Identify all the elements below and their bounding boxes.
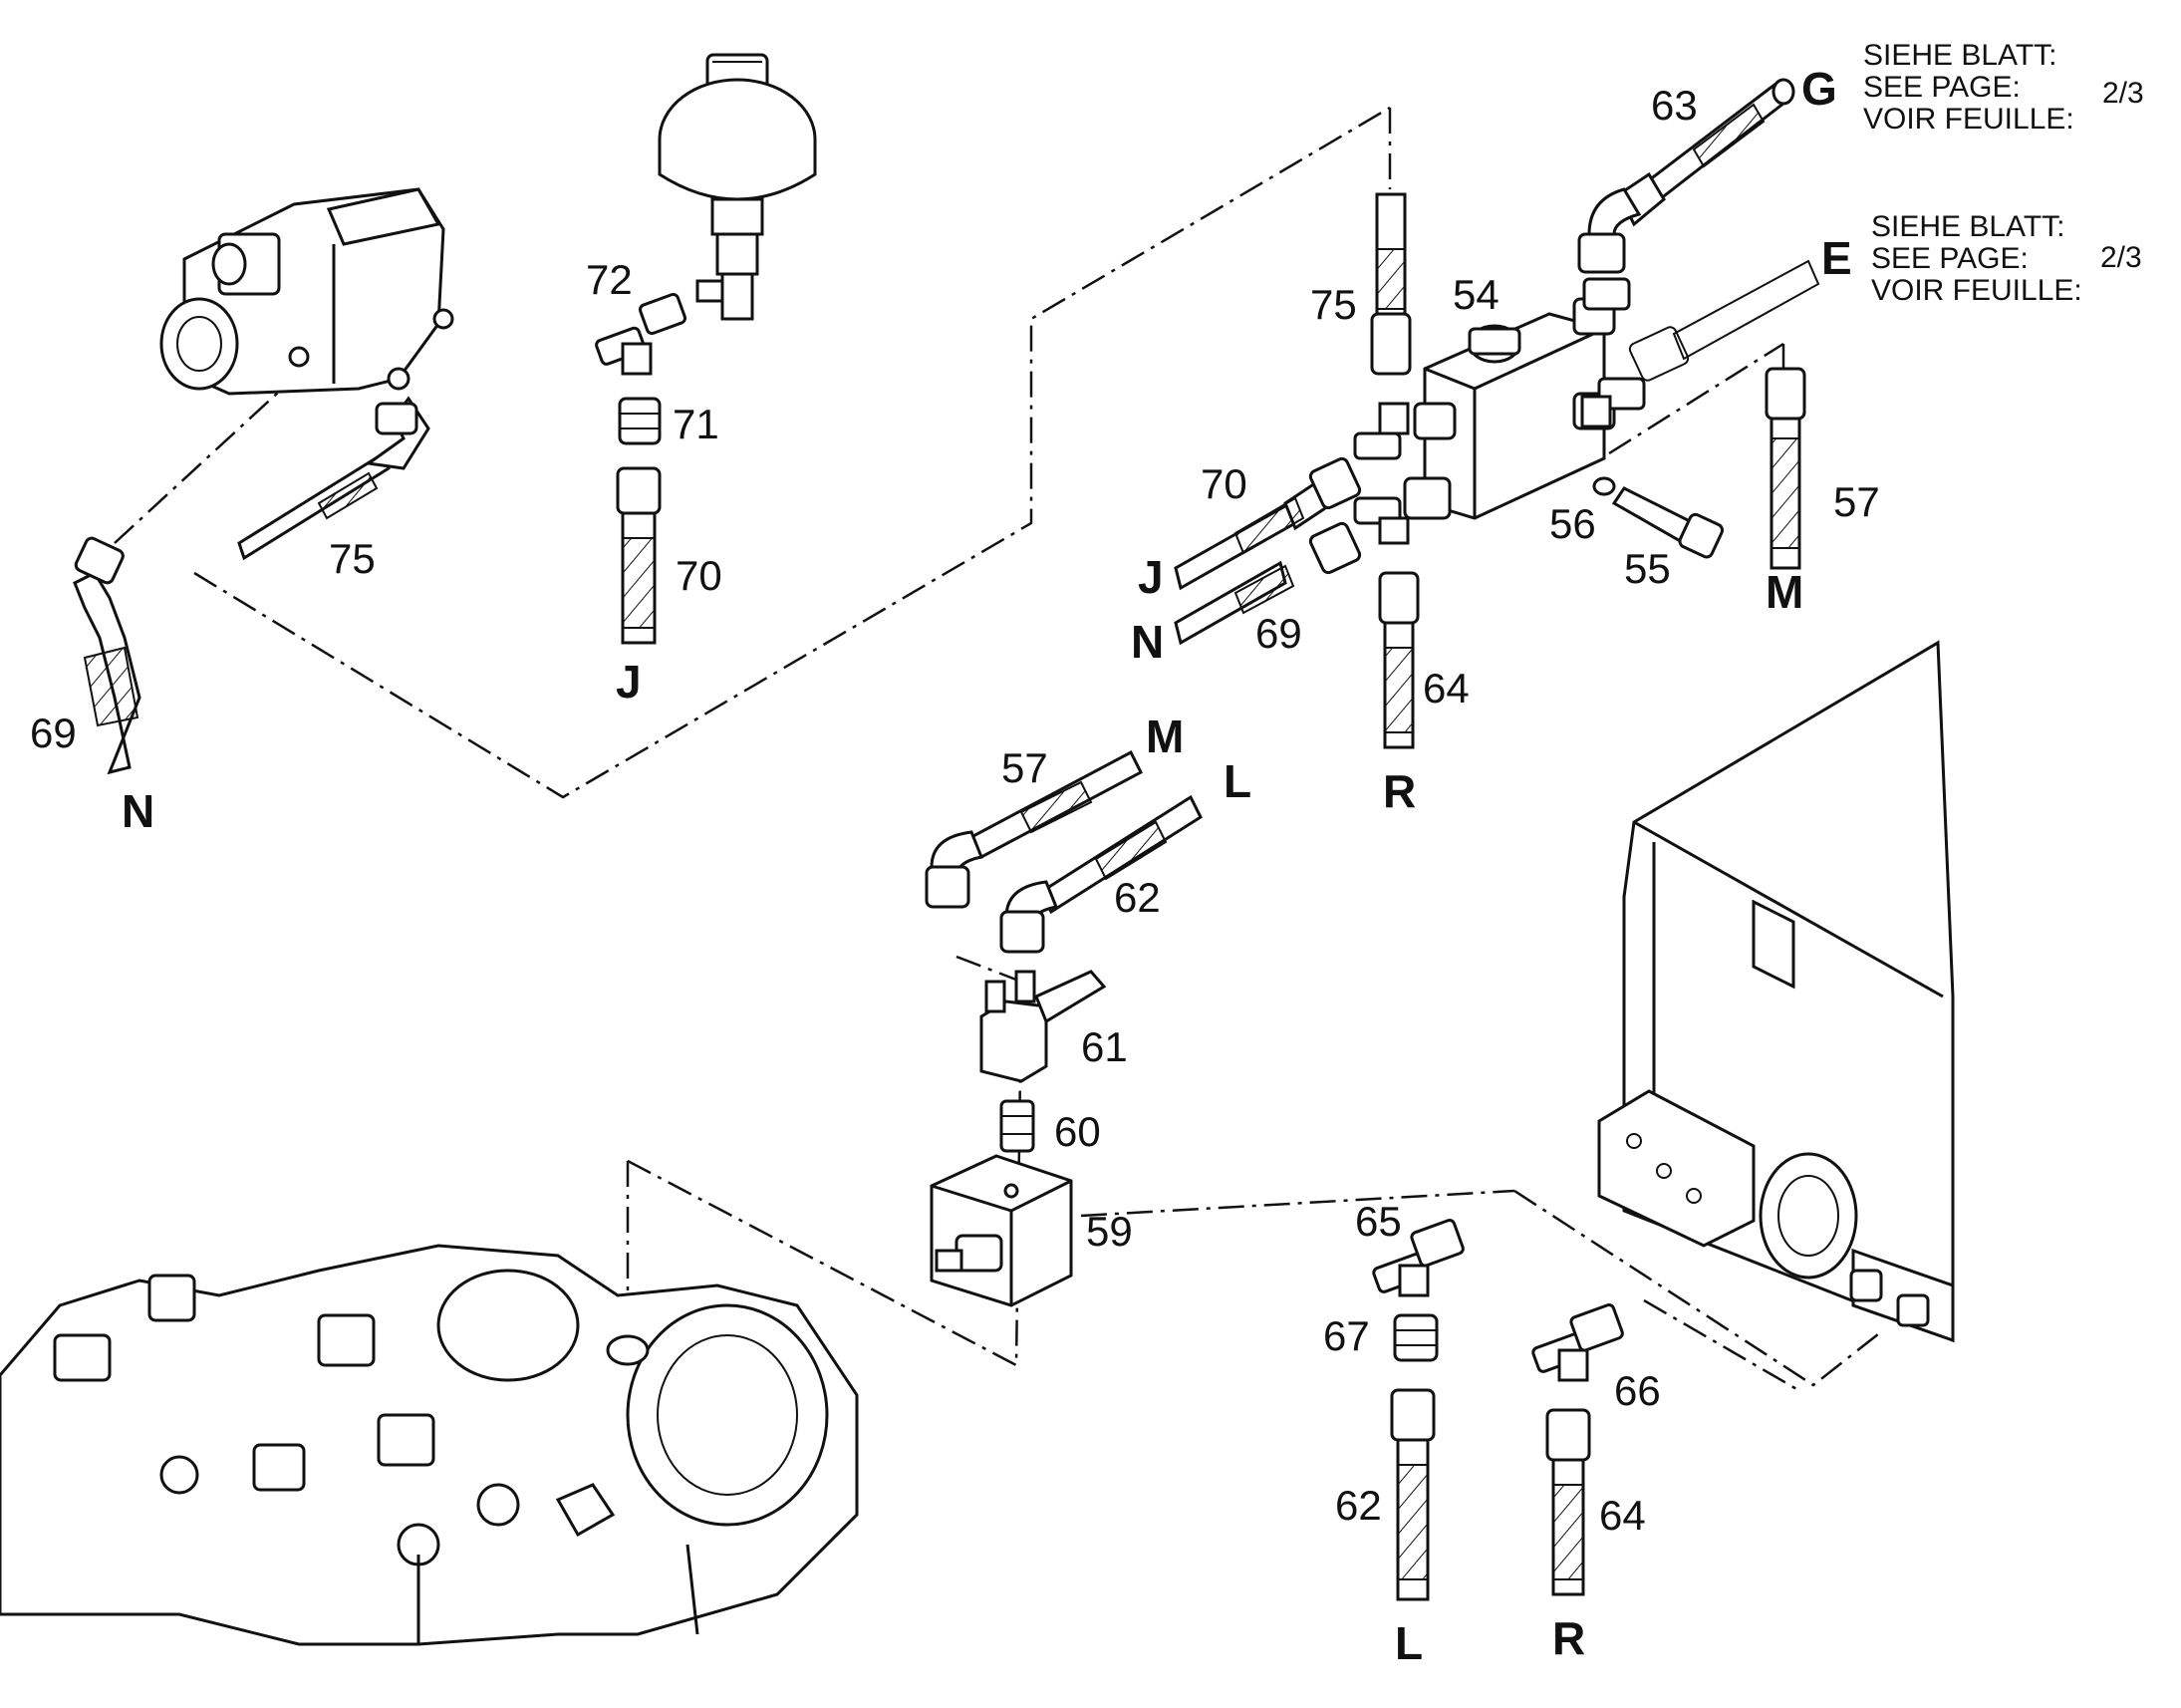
label-57-mid: 57 bbox=[1001, 744, 1048, 791]
fitting-66 bbox=[1531, 1303, 1624, 1382]
label-66: 66 bbox=[1614, 1367, 1661, 1414]
washer-56 bbox=[1592, 476, 1616, 496]
letter-n-right: N bbox=[1131, 616, 1164, 668]
hoses-57-62-mid bbox=[925, 749, 1203, 954]
label-61: 61 bbox=[1081, 1023, 1128, 1070]
label-72: 72 bbox=[586, 256, 633, 303]
label-75-right: 75 bbox=[1310, 281, 1357, 328]
ref-g-line2: SEE PAGE: bbox=[1863, 71, 2021, 104]
label-70-mid: 70 bbox=[676, 552, 722, 599]
hose-75-right bbox=[1370, 192, 1412, 376]
label-56: 56 bbox=[1549, 500, 1596, 547]
label-65: 65 bbox=[1355, 1198, 1402, 1245]
reference-g: SIEHE BLATT: SEE PAGE: VOIR FEUILLE: 2/3 bbox=[1863, 39, 2144, 136]
label-54: 54 bbox=[1453, 271, 1499, 318]
hose-70-mid bbox=[616, 466, 662, 645]
accumulator bbox=[658, 53, 817, 321]
fitting-72 bbox=[595, 292, 687, 376]
label-63: 63 bbox=[1651, 82, 1698, 129]
letter-l-bottom: L bbox=[1395, 1617, 1423, 1669]
label-60: 60 bbox=[1054, 1108, 1101, 1155]
label-59: 59 bbox=[1086, 1208, 1133, 1255]
ref-e-page: 2/3 bbox=[2100, 241, 2142, 274]
reference-e: SIEHE BLATT: SEE PAGE: VOIR FEUILLE: 2/3 bbox=[1871, 210, 2142, 307]
hose-62-bottom bbox=[1390, 1388, 1436, 1601]
hose-e bbox=[1628, 259, 1820, 382]
letter-r-top: R bbox=[1383, 765, 1416, 817]
label-69-right: 69 bbox=[1255, 610, 1302, 657]
letter-m-mid: M bbox=[1146, 711, 1184, 762]
fitting-65 bbox=[1372, 1219, 1465, 1297]
hose-64-top bbox=[1378, 571, 1420, 749]
label-62-bottom: 62 bbox=[1335, 1482, 1382, 1529]
letter-m-right: M bbox=[1766, 566, 1803, 618]
ref-e-line1: SIEHE BLATT: bbox=[1871, 210, 2065, 243]
block-59 bbox=[930, 1154, 1073, 1307]
hose-75-left bbox=[237, 396, 430, 561]
label-57-right: 57 bbox=[1833, 478, 1880, 525]
valve-block-54 bbox=[1403, 297, 1616, 520]
hose-64-bottom bbox=[1545, 1408, 1591, 1596]
nut-67 bbox=[1393, 1313, 1439, 1362]
label-75-left: 75 bbox=[329, 535, 376, 582]
hose-69-left bbox=[73, 536, 141, 775]
letter-e: E bbox=[1821, 232, 1852, 284]
letter-l-mid: L bbox=[1224, 755, 1251, 807]
hoses-70-69-right bbox=[1174, 456, 1362, 646]
ref-g-line3: VOIR FEUILLE: bbox=[1863, 103, 2074, 136]
label-67: 67 bbox=[1323, 1312, 1370, 1359]
letter-j-mid: J bbox=[616, 656, 642, 708]
label-70-right: 70 bbox=[1201, 460, 1247, 507]
pump-assembly bbox=[0, 1244, 859, 1646]
label-55: 55 bbox=[1624, 545, 1671, 592]
label-62-mid: 62 bbox=[1114, 874, 1161, 921]
hose-63 bbox=[1577, 78, 1795, 274]
valve-block-fittings bbox=[1353, 277, 1646, 545]
connection-letters: N J G E J N R M M L L R bbox=[122, 63, 1852, 1669]
ref-g-line1: SIEHE BLATT: bbox=[1863, 39, 2057, 72]
machine-housing bbox=[1597, 640, 1955, 1343]
ref-e-line2: SEE PAGE: bbox=[1871, 242, 2029, 275]
ref-e-line3: VOIR FEUILLE: bbox=[1871, 274, 2082, 307]
bolt-55 bbox=[1611, 486, 1725, 559]
nipple-60 bbox=[999, 1099, 1035, 1153]
ref-g-page: 2/3 bbox=[2102, 77, 2144, 110]
solenoid-valve bbox=[159, 187, 454, 396]
letter-g: G bbox=[1801, 63, 1837, 115]
letter-n-left: N bbox=[122, 785, 154, 837]
letter-j-right: J bbox=[1138, 551, 1164, 603]
label-69-left: 69 bbox=[30, 710, 77, 756]
label-64-bottom: 64 bbox=[1599, 1492, 1646, 1539]
part-number-labels: 75 69 72 71 70 75 54 63 70 69 64 56 55 5… bbox=[30, 82, 1880, 1539]
letter-r-bottom: R bbox=[1552, 1612, 1585, 1664]
hose-57-right bbox=[1765, 367, 1806, 570]
label-64-top: 64 bbox=[1423, 665, 1470, 712]
label-71: 71 bbox=[673, 401, 719, 447]
nut-71 bbox=[618, 397, 662, 445]
valve-61 bbox=[979, 970, 1107, 1083]
